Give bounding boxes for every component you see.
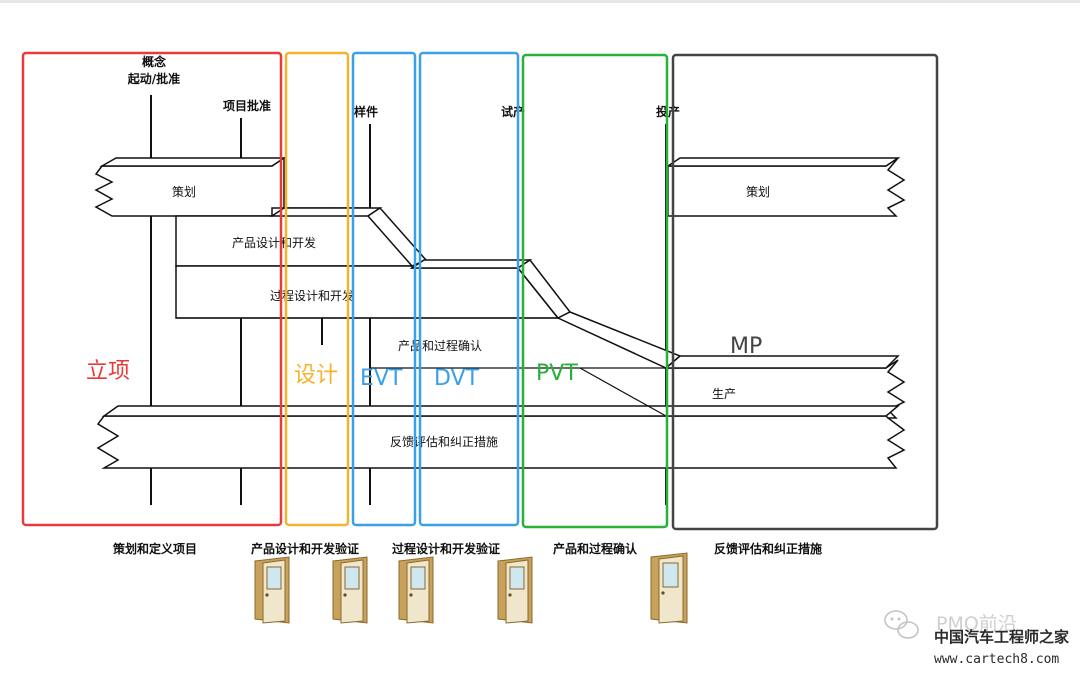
band-production-top (663, 355, 900, 369)
band-label-validation: 产品和过程确认 (398, 338, 482, 353)
top-divider (0, 0, 1080, 3)
band-validation-slope (556, 311, 682, 369)
caption-validation: 产品和过程确认 (553, 541, 638, 556)
band-process-design (175, 265, 560, 319)
watermark: PMO前沿 中国汽车工程师之家 www.cartech8.com (884, 610, 1069, 667)
watermark-brand: PMO前沿 (936, 613, 1017, 635)
watermark-site-name: 中国汽车工程师之家 (934, 628, 1069, 646)
band-label-product-design: 产品设计和开发 (232, 235, 316, 250)
band-planning-left-top (99, 157, 287, 167)
phase-label-evt: EVT (360, 366, 403, 391)
phase-label-initiation: 立项 (86, 359, 130, 384)
band-label-production: 生产 (712, 387, 736, 401)
milestone-pilot: 试产 (501, 104, 525, 119)
milestone-prototype: 样件 (354, 104, 378, 119)
milestone-concept: 概念 (142, 54, 166, 69)
band-process-design-top (409, 259, 533, 269)
watermark-url: www.cartech8.com (934, 652, 1059, 667)
phase-box-mp (671, 53, 939, 531)
caption-process-verify: 过程设计和开发验证 (392, 541, 500, 556)
phase-label-pvt: PVT (536, 361, 578, 386)
band-feedback (96, 415, 906, 469)
phase-label-design: 设计 (294, 363, 338, 388)
validation-diagonal (579, 367, 667, 417)
caption-feedback: 反馈评估和纠正措施 (714, 541, 822, 556)
wechat-icon (884, 610, 919, 639)
caption-plan-define: 策划和定义项目 (113, 541, 197, 556)
phase-box-pvt (521, 53, 669, 529)
phase-label-dvt: DVT (434, 366, 480, 391)
door-icon (254, 556, 290, 624)
band-label-feedback: 反馈评估和纠正措施 (390, 435, 498, 449)
band-label-planning-right: 策划 (746, 185, 770, 199)
phase-box-design (284, 51, 350, 527)
band-planning-right-top (665, 157, 901, 167)
phase-label-mp: MP (730, 334, 762, 359)
door-icon (650, 552, 688, 624)
milestone-kickoff: 起动/批准 (127, 71, 180, 86)
band-product-design-top (269, 207, 383, 217)
phase-box-evt (351, 51, 417, 527)
door-icon (497, 556, 533, 624)
band-label-planning-left: 策划 (172, 185, 196, 199)
band-label-process-design: 过程设计和开发 (270, 288, 354, 303)
phase-box-initiation (21, 51, 283, 527)
band-feedback-top (101, 405, 901, 417)
milestone-project-approval: 项目批准 (223, 98, 271, 113)
phase-box-dvt (418, 51, 520, 527)
caption-product-verify: 产品设计和开发验证 (251, 541, 359, 556)
door-icon (398, 556, 434, 624)
door-icon (332, 556, 368, 624)
gate-icons (254, 552, 688, 624)
